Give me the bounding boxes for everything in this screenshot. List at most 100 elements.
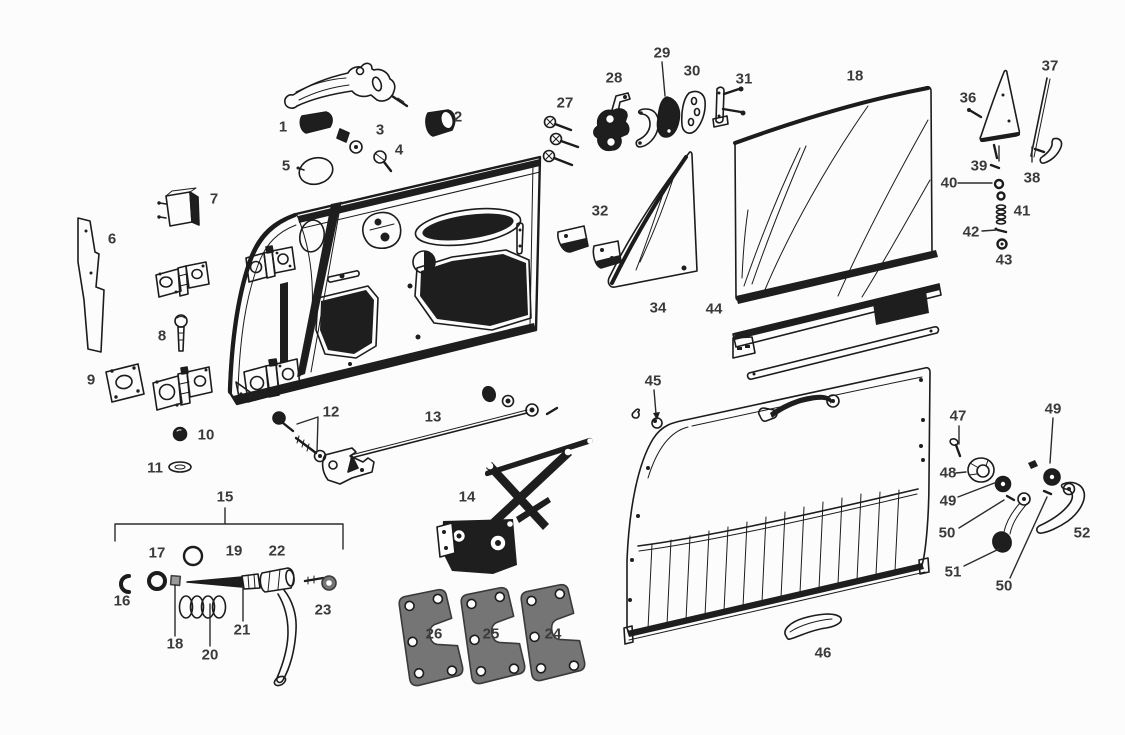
pin-part50-left: [1005, 494, 1016, 502]
lower-hinge-drawing: [152, 366, 213, 411]
part-label-12: 12: [322, 403, 340, 421]
part-label-45: 45: [644, 372, 662, 390]
part-label-10: 10: [197, 426, 215, 444]
trim-strip-part6: [77, 217, 105, 353]
part-label-29: 29: [653, 44, 671, 62]
part-label-42: 42: [962, 223, 980, 241]
glass-brackets-part32: [557, 225, 622, 269]
crank-handle-group: [949, 438, 1086, 553]
part-label-16: 16: [113, 592, 131, 610]
part-label-15: 15: [216, 488, 234, 506]
division-bar-part37: [1030, 77, 1048, 157]
part-label-27: 27: [556, 94, 574, 112]
handle-bushing-part2: [425, 109, 456, 137]
part-label-18-lock: 18: [166, 635, 184, 653]
part-label-36: 36: [959, 89, 977, 107]
part-label-22: 22: [268, 542, 286, 560]
handle-screw-part3: [336, 128, 363, 154]
plug-part10: [172, 426, 188, 442]
part-label-3: 3: [375, 121, 385, 139]
window-channels-part44: [732, 250, 942, 380]
part-label-38: 38: [1023, 169, 1041, 187]
pin-part42: [996, 228, 1008, 234]
part-label-25: 25: [482, 625, 500, 643]
escutcheon-part48: [967, 457, 995, 483]
pin-part50-bottom: [1042, 489, 1053, 496]
shim-plate-part9: [105, 363, 145, 403]
part-label-46: 46: [814, 644, 832, 662]
lock-plate-part26: [398, 588, 464, 687]
lock-plate-part24: [520, 583, 586, 682]
leader-lines: [114, 61, 1054, 647]
part-label-39: 39: [970, 157, 988, 175]
part-label-2: 2: [453, 108, 463, 126]
part-label-23: 23: [314, 601, 332, 619]
part-label-40: 40: [940, 174, 958, 192]
washer-part43: [996, 238, 1008, 250]
part-label-49-left: 49: [939, 492, 957, 510]
part-label-24: 24: [544, 625, 562, 643]
part-label-50-left: 50: [938, 524, 956, 542]
check-block-part7: [157, 187, 200, 227]
part-label-19: 19: [225, 542, 243, 560]
screw-part47: [949, 438, 959, 446]
upper-hinge-drawing: [155, 261, 210, 298]
washer-part40: [993, 178, 1005, 190]
part-label-1: 1: [278, 118, 288, 136]
part-label-4: 4: [394, 141, 404, 159]
handle-screw-part4: [373, 150, 393, 173]
part-label-6: 6: [107, 230, 117, 248]
knob-part51: [992, 531, 1012, 553]
part-label-18-glass: 18: [846, 67, 864, 85]
vent-window-group: [967, 69, 1063, 250]
door-trim-panel: [623, 366, 931, 645]
connecting-rod-part13: [350, 385, 559, 459]
part-label-9: 9: [86, 371, 96, 389]
lock-cylinder-group: [119, 545, 337, 687]
hinge-pin-part8: [174, 314, 188, 352]
vent-latch-part38: [1039, 137, 1063, 164]
window-regulator-part14: [436, 437, 593, 574]
part-label-13: 13: [424, 408, 442, 426]
part-label-28: 28: [605, 69, 623, 87]
panel-clip-part45: [631, 408, 663, 429]
part-label-11: 11: [147, 459, 163, 477]
pad-part29: [656, 96, 681, 138]
ring-part11: [168, 461, 192, 473]
spring-part41: [995, 204, 1007, 225]
part-label-20: 20: [201, 646, 219, 664]
vent-pin-part36: [969, 109, 983, 119]
part-label-43: 43: [995, 251, 1013, 269]
part-label-37: 37: [1041, 57, 1059, 75]
door-glass-part18: [733, 85, 933, 302]
bracket-part31: [712, 86, 746, 128]
part-label-48: 48: [939, 464, 957, 482]
plate-part30: [680, 90, 706, 134]
part-label-7: 7: [209, 190, 219, 208]
part-label-50-bottom: 50: [995, 577, 1013, 595]
part-label-14: 14: [458, 488, 476, 506]
handle-cover-part5: [296, 156, 334, 186]
part-label-49-right: 49: [1044, 400, 1062, 418]
part-label-21: 21: [233, 621, 251, 639]
part-label-30: 30: [683, 62, 701, 80]
armrest-part46: [784, 613, 842, 641]
part-label-17: 17: [148, 544, 166, 562]
part-label-44: 44: [705, 300, 723, 318]
part-label-5: 5: [281, 157, 291, 175]
part-label-26: 26: [425, 625, 443, 643]
hinge-bracket-part28: [593, 92, 660, 152]
lock-plate-part25: [460, 586, 526, 685]
part-label-52: 52: [1073, 524, 1091, 542]
part-label-51: 51: [944, 563, 962, 581]
part-label-8: 8: [157, 327, 167, 345]
hinge-bolts-part27: [542, 115, 580, 167]
striker-part12: [272, 411, 375, 485]
group-bracket-15: [114, 507, 344, 550]
part-label-41: 41: [1013, 202, 1031, 220]
part-label-34: 34: [649, 299, 667, 317]
part-label-32: 32: [591, 202, 609, 220]
quarter-glass-part34: [607, 151, 698, 288]
